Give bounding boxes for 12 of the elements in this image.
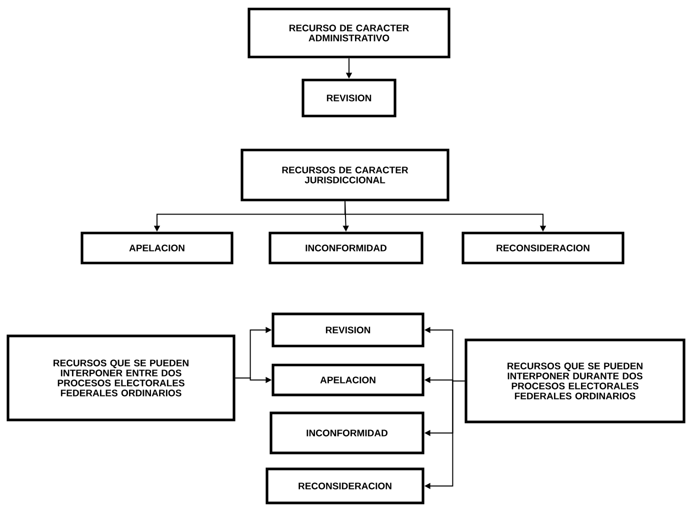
resource-box: APELACION (80, 232, 234, 264)
resource-box: INCONFORMIDAD (270, 412, 424, 454)
resource-box: APELACION (272, 364, 424, 396)
resource-box: REVISION (302, 78, 396, 118)
resource-box: RECURSOS DE CARACTER JURISDICCIONAL (240, 148, 450, 202)
resource-box: RECURSOS QUE SE PUEDEN INTERPONER ENTRE DOS PROCESOS ELECTORALES FEDERALES ORDINARIOS (6, 334, 236, 422)
resource-box: RECONSIDERACION (266, 468, 424, 504)
resource-box: RECURSOS QUE SE PUEDEN INTERPONER DURANTE DOS PROCESOS ELECTORALES FEDERALES ORDINARIOS (464, 338, 686, 424)
resource-box: RECURSO DE CARACTER ADMINISTRATIVO (248, 8, 450, 58)
resource-box: REVISION (272, 312, 424, 348)
resource-box: INCONFORMIDAD (268, 232, 424, 264)
resource-box: RECONSIDERACION (462, 232, 624, 264)
